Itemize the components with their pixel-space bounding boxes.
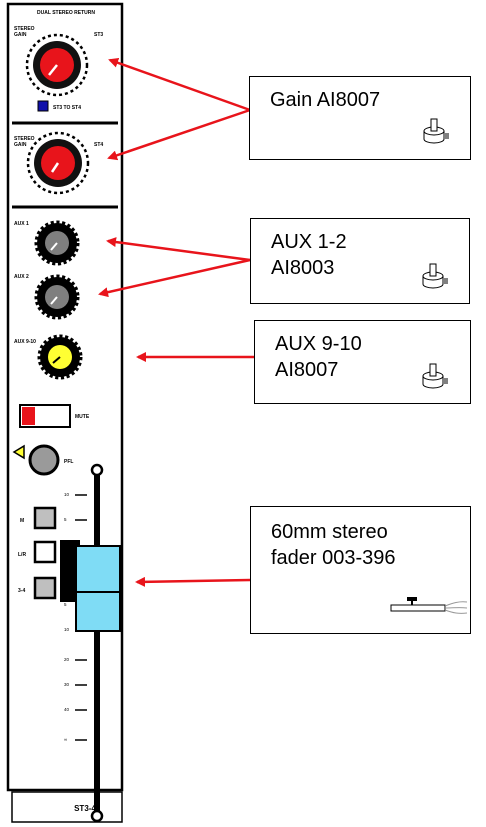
gain-bottom-right: ST4 <box>94 142 103 148</box>
potentiometer-icon <box>423 118 449 144</box>
potentiometer-icon <box>422 363 448 389</box>
gain-knob-top <box>25 33 89 97</box>
callout-gain-line1: Gain AI8007 <box>270 89 381 111</box>
route-button-m <box>33 506 57 530</box>
arrow-aux1 <box>106 237 251 262</box>
scale-tick: 5 <box>64 602 67 607</box>
scale-tick: 0 <box>64 577 67 582</box>
arrow-gain-bottom <box>107 108 251 161</box>
callout-aux910-line1: AUX 9-10 <box>275 333 362 355</box>
switch-label: ST3 TO ST4 <box>53 105 81 111</box>
gain-bottom-sub: STEREO <box>14 136 35 142</box>
scale-tick: 10 <box>64 492 70 497</box>
mute-label: MUTE <box>75 414 90 420</box>
scale-tick: ∞ <box>64 737 67 742</box>
scale-tick: 30 <box>64 682 70 687</box>
callout-aux12-line2: AI8003 <box>271 257 335 279</box>
btn-m-label: M <box>20 518 24 524</box>
btn-34-label: 3-4 <box>18 588 25 594</box>
scale-tick: 10 <box>64 627 70 632</box>
mute-switch <box>19 404 71 428</box>
aux2-label: AUX 2 <box>14 274 29 280</box>
callout-aux910: AUX 9-10 AI8007 <box>254 320 471 404</box>
callout-gain: Gain AI8007 <box>249 76 471 160</box>
btn-lr-label: L/R <box>18 552 26 558</box>
gain-bottom-label: GAIN <box>14 142 27 148</box>
gain-top-label: GAIN <box>14 32 27 38</box>
aux910-label: AUX 9-10 <box>14 339 36 345</box>
potentiometer-icon <box>422 263 448 289</box>
route-button-lr <box>33 540 57 564</box>
callout-aux12-line1: AUX 1-2 <box>271 231 347 253</box>
callout-aux910-line2: AI8007 <box>275 359 339 381</box>
strip-header: DUAL STEREO RETURN <box>37 10 95 16</box>
stereo-link-switch <box>37 100 49 112</box>
aux2-knob <box>34 274 80 320</box>
strip-body <box>6 2 124 792</box>
gain-top-sub: STEREO <box>14 26 35 32</box>
footer-label: ST3-4 <box>74 804 96 813</box>
pointer-arrows <box>98 57 254 587</box>
callout-fader-line1: 60mm stereo <box>271 521 388 543</box>
arrow-fader <box>135 576 251 587</box>
pfl-button <box>12 444 60 476</box>
arrow-aux2 <box>98 258 251 298</box>
aux1-label: AUX 1 <box>14 221 29 227</box>
route-button-34 <box>33 576 57 600</box>
fader-track <box>90 463 104 823</box>
callout-fader-line2: fader 003-396 <box>271 547 396 569</box>
arrow-gain-top <box>108 57 251 112</box>
scale-tick: 40 <box>64 707 70 712</box>
aux1-knob <box>34 220 80 266</box>
gain-top-right: ST3 <box>94 32 103 38</box>
scale-tick: 20 <box>64 657 70 662</box>
fader-cap <box>75 545 121 632</box>
callout-aux12: AUX 1-2 AI8003 <box>250 218 470 304</box>
scale-tick: 5 <box>64 517 67 522</box>
gain-knob-bottom <box>26 131 90 195</box>
pfl-label: PFL <box>64 459 73 465</box>
slide-fader-icon <box>390 597 468 614</box>
strip-footer <box>11 791 123 823</box>
callout-fader: 60mm stereo fader 003-396 <box>250 506 471 634</box>
aux910-knob <box>37 334 83 380</box>
